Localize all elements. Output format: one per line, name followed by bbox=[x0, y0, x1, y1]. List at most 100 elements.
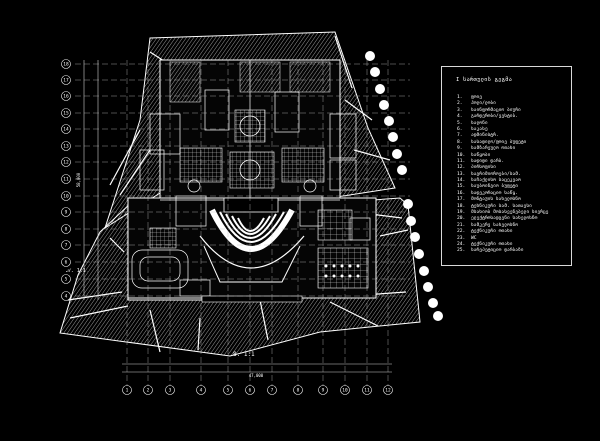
legend-item-label: სამკერვ სახელოსნო bbox=[471, 222, 519, 228]
legend-item: 21. სამკერვ სახელოსნო bbox=[457, 223, 548, 229]
legend-item-number: 1. bbox=[457, 95, 463, 100]
legend-item-label: საინფორმაციო ბიური bbox=[471, 107, 521, 113]
section-scale-label: 𝒜. 1:1 bbox=[66, 268, 86, 274]
legend-item: 15.საუბოინგიო ბუფეტი bbox=[457, 184, 548, 190]
legend-item-label: საუბოინგიო ბუფეტი bbox=[471, 184, 519, 190]
legend-item: 18.ტეხნიკური სამ. სათავსი bbox=[457, 204, 548, 210]
legend-item-number: 23. bbox=[457, 235, 466, 241]
column-axis-bubble bbox=[318, 385, 328, 395]
legend-item: 17.მონტაჟის სახელოსნო bbox=[457, 197, 548, 203]
row-axis-label: 6 bbox=[65, 260, 68, 266]
legend-item-number: 6. bbox=[457, 126, 463, 132]
legend-item-number: 19. bbox=[457, 210, 466, 216]
column-axis-bubble bbox=[196, 385, 206, 395]
legend-item-number: 21. bbox=[457, 222, 466, 228]
legend-item: 1.ფოიე bbox=[457, 95, 548, 101]
legend-item: 7.ადმინისტრ. bbox=[457, 133, 548, 139]
row-axis-bubble bbox=[61, 174, 71, 184]
row-axis-bubble bbox=[61, 291, 71, 301]
legend-item: 10.საწყობი bbox=[457, 153, 548, 159]
dimension-lines bbox=[83, 60, 392, 373]
legend-item: 22.ტექნიკური ოთახი bbox=[457, 229, 548, 235]
column-axis-label: 4 bbox=[200, 388, 203, 394]
legend-item-number: 14. bbox=[457, 178, 466, 184]
column-axis-label: 1 bbox=[126, 388, 129, 394]
row-axis-bubble bbox=[61, 157, 71, 167]
column-axis-bubble bbox=[165, 385, 175, 395]
row-axis-label: 5 bbox=[65, 277, 68, 283]
row-axis-bubble bbox=[61, 141, 71, 151]
legend-item: 8. სასადილო/ფოიე ბუფეტი bbox=[457, 140, 548, 146]
legend-item-label: ტექნიკური ოთახი bbox=[471, 229, 513, 235]
axis-grid bbox=[75, 60, 410, 386]
row-axis-bubble bbox=[61, 207, 71, 217]
legend-item-label: სადეკორაციო საწყ. bbox=[471, 190, 519, 196]
column-axis-label: 12 bbox=[385, 388, 391, 394]
tree-markers bbox=[365, 51, 443, 321]
row-axis-label: 12 bbox=[63, 160, 69, 166]
row-axis-label: 7 bbox=[65, 243, 68, 249]
legend-item: 16. სადეკორაციო საწყ. bbox=[457, 191, 548, 197]
legend-item: 5.სალონი bbox=[457, 121, 548, 127]
legend-item-label: საკასე bbox=[471, 126, 488, 132]
legend-item-number: 25. bbox=[457, 248, 466, 254]
row-axis-label: 8 bbox=[65, 227, 68, 233]
row-axis-label: 18 bbox=[63, 62, 69, 68]
legend-item: 24. ტექნიკური ოთახი bbox=[457, 242, 548, 248]
legend-item-label: სამზარეულო ოთახი bbox=[471, 146, 516, 152]
column-axis-bubble bbox=[143, 385, 153, 395]
row-axis-bubble bbox=[61, 257, 71, 267]
row-axis-bubble bbox=[61, 240, 71, 250]
column-axis-bubble bbox=[267, 385, 277, 395]
legend-item: 3. საინფორმაციო ბიური bbox=[457, 108, 548, 114]
legend-item-label: საგრიმიოროები/სამ. bbox=[471, 171, 521, 177]
row-axis-label: 17 bbox=[63, 78, 69, 84]
legend-item-label: სარეპეტიციო დარბაზი bbox=[471, 248, 524, 254]
legend-item: 9. სამზარეულო ოთახი bbox=[457, 146, 548, 152]
legend-item-number: 3. bbox=[457, 107, 463, 113]
column-axis-label: 6 bbox=[249, 388, 252, 394]
column-axis-label: 8 bbox=[297, 388, 300, 394]
legend-item: 13.საგრიმიოროები/სამ. bbox=[457, 172, 548, 178]
legend-item-number: 8. bbox=[457, 139, 463, 145]
legend-item-number: 16. bbox=[457, 190, 466, 196]
legend-item-number: 4. bbox=[457, 114, 463, 120]
legend-item-label: სადიდი დარბ. bbox=[471, 158, 505, 164]
legend-item-number: 9. bbox=[457, 146, 463, 152]
legend-item-number: 17. bbox=[457, 197, 466, 203]
column-axis-label: 3 bbox=[169, 388, 172, 394]
legend-item: 20. ელექტროსადგენი სახელოსნო bbox=[457, 216, 548, 222]
column-axis-bubble bbox=[223, 385, 233, 395]
column-axis-bubble bbox=[122, 385, 132, 395]
legend-item-label: WC bbox=[471, 235, 477, 241]
column-axis-bubble bbox=[293, 385, 303, 395]
legend-item-label: გარდერობი/ვესტიბ. bbox=[471, 114, 519, 120]
legend-item-label: მსახიობ მოსასვენებელი სივრცე bbox=[471, 210, 549, 216]
legend-item: 2.ჰოლი/ლობი bbox=[457, 101, 548, 107]
legend-item-label: სასადილო/ფოიე ბუფეტი bbox=[471, 139, 527, 145]
column-axis-label: 5 bbox=[227, 388, 230, 394]
column-axis-bubble bbox=[362, 385, 372, 395]
left-dimension-label: 58,000 bbox=[76, 172, 81, 187]
row-axis-label: 9 bbox=[65, 210, 68, 216]
legend-item-number: 10. bbox=[457, 152, 466, 158]
row-axis-label: 4 bbox=[65, 294, 68, 300]
building-plan bbox=[127, 59, 377, 303]
legend-item-number: 5. bbox=[457, 120, 463, 126]
legend-item-number: 24. bbox=[457, 241, 466, 247]
legend-item: 19. მსახიობ მოსასვენებელი სივრცე bbox=[457, 210, 548, 216]
legend-item: 4. გარდერობი/ვესტიბ. bbox=[457, 114, 548, 120]
row-axis-label: 11 bbox=[63, 177, 69, 183]
legend-item-number: 20. bbox=[457, 216, 466, 222]
legend-item-label: ელექტროსადგენი სახელოსნო bbox=[471, 216, 538, 222]
legend-item-label: ტექნიკური ოთახი bbox=[471, 241, 513, 247]
column-axis-bubble bbox=[383, 385, 393, 395]
bottom-dimension-label: 47,000 bbox=[249, 373, 264, 378]
column-axis-label: 2 bbox=[147, 388, 150, 394]
column-axis-label: 9 bbox=[322, 388, 325, 394]
row-axis-bubble bbox=[61, 59, 71, 69]
column-axis-label: 7 bbox=[271, 388, 274, 394]
